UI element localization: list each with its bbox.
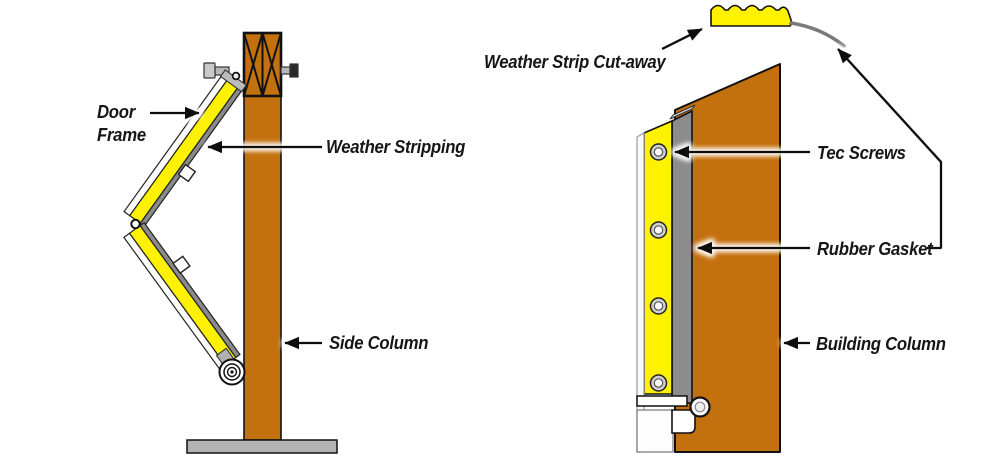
rubber-gasket-cap (669, 104, 696, 120)
door-frame-label-line1: Door (97, 102, 135, 122)
roller-wheel (218, 358, 246, 386)
gasket-to-cutaway-leader (837, 48, 943, 250)
rubber-gasket (671, 109, 693, 404)
door-frame-lower-retainer (139, 221, 241, 359)
tec-screw (649, 297, 668, 315)
tec-screws (649, 143, 668, 392)
rubber-gasket-label: Rubber Gasket (817, 239, 933, 259)
tec-screws-label: Tec Screws (817, 143, 906, 163)
door-frame-upper (123, 69, 248, 227)
retainer-clip (177, 163, 197, 183)
side-column-assembly (123, 31, 338, 454)
weather-stripping-label: Weather Stripping (326, 137, 466, 157)
column-cross-brace (242, 31, 283, 98)
door-frame-upper-retainer (139, 83, 245, 227)
hinge-pin (130, 218, 141, 230)
door-frame-upper-weatherstrip (128, 75, 241, 225)
base-plate (186, 439, 338, 454)
door-frame-lower (123, 221, 241, 371)
anchor-bolt-center (694, 401, 706, 413)
weather-strip-cutaway-label: Weather Strip Cut-away (484, 52, 666, 72)
side-column (243, 32, 282, 441)
header-bolt-right (280, 63, 299, 78)
door-frame-label-line2: Frame (97, 125, 146, 145)
door-frame-lower-weatherstrip (128, 224, 237, 366)
weather-strip-cutaway (710, 4, 793, 27)
door-frame-label: Door Frame (97, 101, 146, 147)
retainer-clip (172, 255, 191, 275)
side-column-label: Side Column (329, 333, 429, 353)
building-column-assembly (636, 4, 943, 453)
hinge-pin (231, 71, 241, 81)
bottom-seal-assembly (636, 395, 711, 453)
tec-screw (649, 221, 668, 239)
gasket-flap-tail (789, 21, 846, 48)
bottom-bracket (671, 409, 696, 434)
door-frame-lower-face (123, 232, 227, 371)
cutaway-arrow (661, 27, 703, 51)
building-column-label: Building Column (816, 334, 946, 354)
tec-screw (649, 374, 668, 392)
weather-strip (643, 119, 673, 395)
tec-screw (649, 143, 668, 161)
header-bolt-left (203, 62, 230, 79)
